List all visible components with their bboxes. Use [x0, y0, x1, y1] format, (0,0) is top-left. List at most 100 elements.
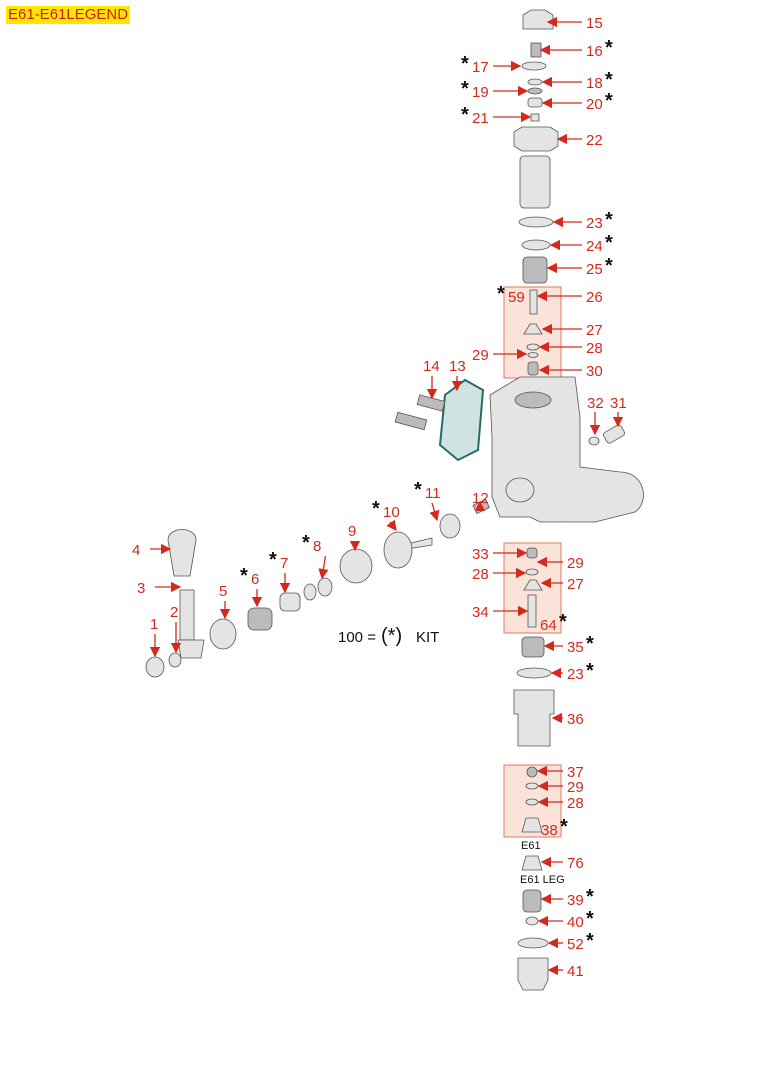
kit-star-icon: * [302, 532, 310, 554]
kit-star-icon: * [605, 255, 613, 277]
callout-14: 14 [423, 358, 440, 400]
plug-30 [527, 361, 539, 376]
lever-3 [179, 589, 195, 641]
shaft-head-11 [439, 513, 461, 539]
callout-number: 34 [472, 604, 489, 621]
callout-4: 4 [132, 542, 172, 559]
callout-number: 35 [567, 639, 584, 656]
bush-7 [279, 592, 301, 612]
part-40 [525, 916, 539, 926]
filter-19 [527, 87, 543, 95]
callout-2: 2 [170, 604, 182, 654]
callout-30: 30 [538, 363, 603, 380]
leader-arrow [386, 519, 397, 532]
callout-25: 25* [546, 255, 613, 278]
callout-28: 28 [538, 340, 603, 357]
callout-10: 10* [372, 498, 400, 532]
washer-32 [588, 436, 600, 446]
variant-label-e61-leg: E61 LEG [520, 874, 565, 886]
kit-note-prefix: 100 = [338, 629, 376, 646]
variant-label-e61: E61 [521, 840, 541, 852]
callout-number: 9 [348, 523, 356, 540]
callout-36: 36 [551, 711, 584, 728]
callout-number: 27 [586, 322, 603, 339]
callout-number: 59 [508, 289, 525, 306]
callout-31: 31 [610, 395, 627, 428]
knob-4 [167, 529, 197, 577]
kit-star-icon: * [605, 90, 613, 112]
callout-number: 36 [567, 711, 584, 728]
callout-15: 15 [546, 15, 603, 32]
callout-29: 29 [472, 347, 528, 364]
ring-28b [525, 568, 539, 576]
kit-star-icon: * [586, 633, 594, 655]
callout-28: 28 [537, 795, 584, 812]
leader-arrow [318, 555, 329, 580]
callout-number: 29 [472, 347, 489, 364]
jet-76 [521, 855, 543, 871]
callout-number: 17 [472, 59, 489, 76]
callout-23: 23* [550, 660, 594, 683]
ball-37 [526, 766, 538, 778]
callout-number: 19 [472, 84, 489, 101]
group-side-port [505, 477, 535, 503]
callout-22: 22 [556, 132, 603, 149]
callout-number: 7 [280, 555, 288, 572]
ring-28 [526, 343, 540, 351]
callout-number: 30 [586, 363, 603, 380]
stud-14b [394, 411, 428, 431]
callout-37: 37 [536, 764, 584, 781]
kit-star-icon: * [559, 611, 567, 633]
callout-19: 19* [461, 78, 529, 101]
callout-59: 59* [497, 283, 525, 306]
callout-number: 22 [586, 132, 603, 149]
callout-number: 64 [540, 617, 557, 634]
callout-76: 76 [540, 855, 584, 872]
ring-8a [317, 577, 333, 597]
callout-number: 29 [567, 555, 584, 572]
spring-16 [530, 42, 542, 58]
callout-5: 5 [219, 583, 231, 620]
callout-number: 25 [586, 261, 603, 278]
callout-26: 26 [536, 289, 603, 306]
kit-star-icon: * [605, 69, 613, 91]
kit-star-icon: * [414, 479, 422, 501]
parts [145, 9, 644, 991]
callout-9: 9 [348, 523, 361, 552]
callout-64: 64* [540, 611, 567, 634]
callout-number: 28 [567, 795, 584, 812]
kit-note-symbol: (*) [381, 625, 402, 647]
diagram-title: E61-E61LEGEND [6, 6, 131, 24]
callout-number: 40 [567, 914, 584, 931]
kit-star-icon: * [586, 908, 594, 930]
callout-number: 28 [472, 566, 489, 583]
callout-28: 28 [472, 566, 527, 583]
callout-35: 35* [543, 633, 594, 656]
ring-8b [303, 583, 317, 601]
tube-22 [519, 155, 551, 209]
callout-17: 17* [461, 53, 522, 76]
fitting-41 [517, 957, 549, 991]
callout-number: 23 [586, 215, 603, 232]
washer-2 [168, 652, 182, 668]
pin-26 [529, 289, 538, 315]
callout-32: 32 [587, 395, 604, 436]
cap-nut-15 [522, 9, 554, 30]
callout-39: 39* [540, 886, 594, 909]
callout-number: 2 [170, 604, 178, 621]
oring-23 [518, 216, 554, 228]
callout-1: 1 [149, 616, 161, 658]
callout-27: 27 [541, 322, 603, 339]
callout-number: 1 [150, 616, 158, 633]
callout-16: 16* [539, 37, 613, 60]
callout-number: 11 [425, 485, 441, 502]
kit-star-icon: * [269, 549, 277, 571]
oring-52 [517, 937, 549, 949]
spring-35 [521, 636, 545, 658]
kit-star-icon: * [605, 209, 613, 231]
cup-20 [527, 97, 543, 108]
kit-star-icon: * [372, 498, 380, 520]
callout-29: 29 [537, 779, 584, 796]
callout-11: 11* [414, 479, 441, 522]
